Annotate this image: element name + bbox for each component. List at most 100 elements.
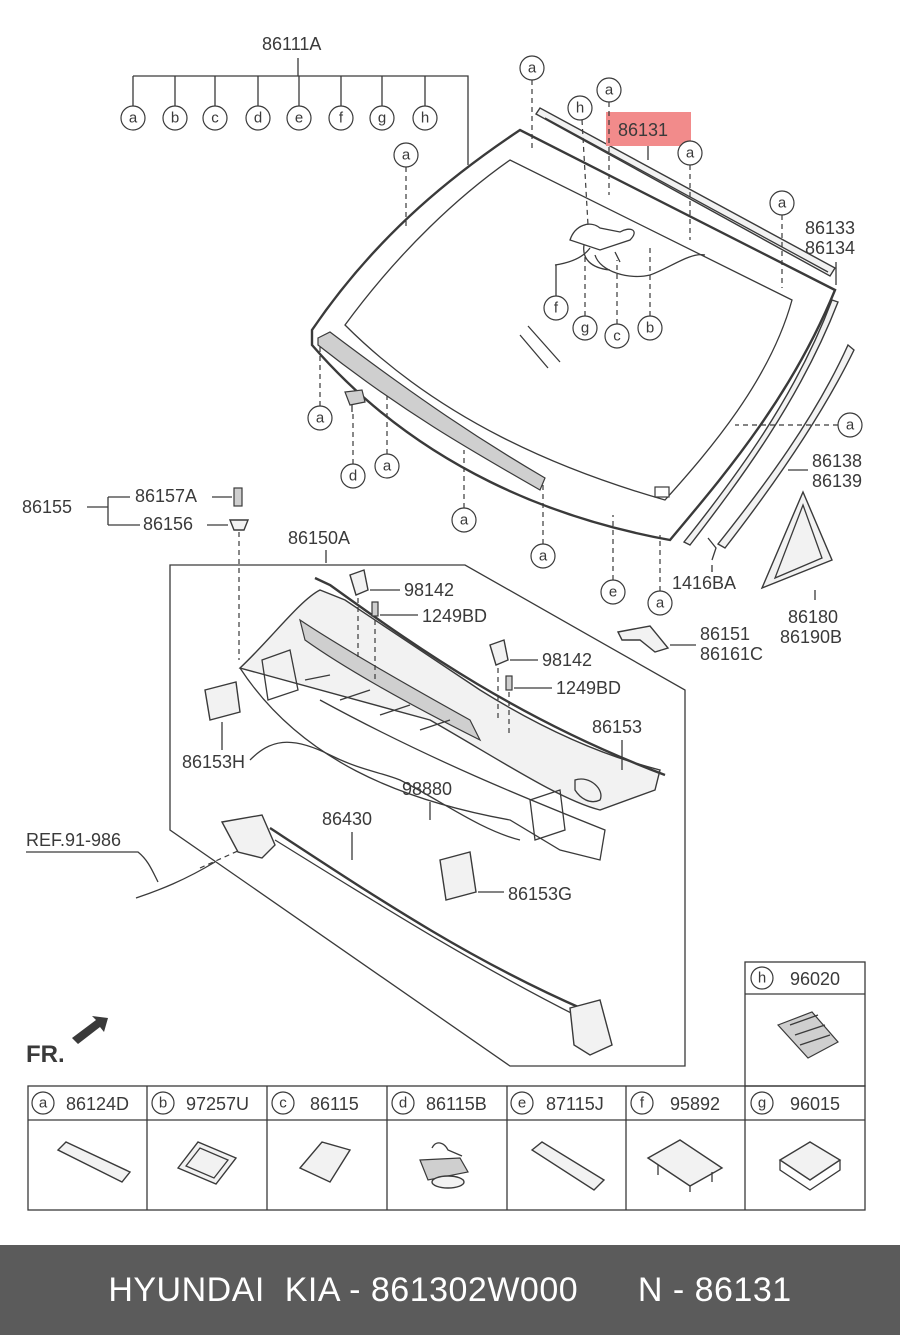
bolt-86157A: [233, 487, 243, 507]
legend-key-f: f: [630, 1091, 654, 1115]
seal-86430: [220, 814, 613, 1056]
legend-icon-c: [298, 1141, 352, 1183]
footer-part-number: HYUNDAI KIA - 861302W000: [108, 1270, 579, 1309]
circle-a-11: a: [647, 590, 673, 616]
legend-table: [27, 961, 866, 1211]
svg-text:a: a: [778, 195, 787, 212]
circle-e-top: e: [286, 105, 312, 131]
svg-text:c: c: [279, 1095, 287, 1112]
label-86111A: 86111A: [262, 34, 321, 54]
legend-icon-d: [419, 1142, 469, 1189]
svg-text:g: g: [581, 320, 589, 337]
svg-text:a: a: [528, 60, 537, 77]
circle-c-top: c: [202, 105, 228, 131]
cowl-frame: [169, 564, 686, 1067]
mirror-bracket: [344, 389, 366, 412]
legend-icon-a: [56, 1141, 132, 1183]
label-86153: 86153: [592, 717, 642, 737]
ref-wire: [135, 861, 216, 899]
part-86153H: [204, 681, 241, 721]
legend-key-b: b: [151, 1091, 175, 1115]
svg-text:a: a: [846, 417, 855, 434]
circle-a-4: a: [769, 190, 795, 216]
highlight-86131: [606, 112, 691, 146]
svg-text:a: a: [605, 82, 614, 99]
legend-part-a: 86124D: [66, 1094, 129, 1114]
circle-b-top: b: [162, 105, 188, 131]
legend-part-b: 97257U: [186, 1094, 249, 1114]
legend-part-e: 87115J: [546, 1094, 604, 1114]
footer-bar: HYUNDAI KIA - 861302W000 N - 86131: [0, 1245, 900, 1335]
legend-key-a: a: [31, 1091, 55, 1115]
svg-text:g: g: [378, 110, 386, 127]
circle-a-2: a: [596, 77, 622, 103]
delta-glass-86180: [760, 490, 833, 590]
svg-text:d: d: [254, 110, 262, 127]
circle-a-6: a: [837, 412, 863, 438]
clip-86156: [228, 519, 250, 531]
circle-a-7: a: [307, 405, 333, 431]
legend-part-g: 96015: [790, 1094, 840, 1114]
circle-d-top: d: [245, 105, 271, 131]
label-86153G: 86153G: [508, 884, 572, 904]
svg-text:g: g: [758, 1095, 766, 1112]
legend-part-f: 95892: [670, 1094, 720, 1114]
legend-icon-b: [176, 1141, 238, 1185]
svg-text:b: b: [159, 1095, 167, 1112]
part-86153G: [439, 851, 477, 901]
label-86430: 86430: [322, 809, 372, 829]
legend-icon-g: [778, 1141, 842, 1191]
svg-text:a: a: [39, 1095, 48, 1112]
svg-text:b: b: [171, 110, 179, 127]
label-98142-2: 98142: [542, 650, 592, 670]
glass-reflection: [519, 325, 561, 369]
label-86180: 86180: [788, 607, 838, 627]
label-86161C: 86161C: [700, 644, 763, 664]
circle-d-1: d: [340, 463, 366, 489]
svg-text:a: a: [539, 548, 548, 565]
svg-text:e: e: [295, 110, 303, 127]
nozzle-98142-1: [349, 569, 369, 596]
clip-1416BA: [707, 537, 717, 561]
label-86156: 86156: [143, 514, 193, 534]
circle-a-8: a: [374, 453, 400, 479]
moulding-86131: [534, 107, 836, 277]
legend-part-d: 86115B: [426, 1094, 487, 1114]
circle-f-top: f: [328, 105, 354, 131]
circle-e-1: e: [600, 579, 626, 605]
label-86157A: 86157A: [135, 486, 197, 506]
label-86151: 86151: [700, 624, 750, 644]
parts-diagram: 86111A a b c d e f g h 86131 a a h a a a…: [22, 34, 866, 1211]
svg-text:c: c: [613, 328, 621, 345]
legend-icon-e: [530, 1141, 606, 1191]
label-98880: 98880: [402, 779, 452, 799]
label-86131: 86131: [618, 120, 668, 140]
windshield-glass: [310, 128, 837, 542]
leader-86111A: [133, 58, 469, 165]
circle-a-top: a: [120, 105, 146, 131]
svg-text:h: h: [421, 110, 429, 127]
legend-icon-f: [646, 1139, 724, 1192]
svg-text:f: f: [339, 110, 344, 127]
nozzle-98142-2: [489, 639, 509, 666]
circle-a-9: a: [451, 507, 477, 533]
lower-edge-strip: [317, 331, 546, 491]
label-86150A: 86150A: [288, 528, 350, 548]
svg-text:a: a: [383, 458, 392, 475]
legend-key-g: g: [750, 1091, 774, 1115]
svg-text:d: d: [349, 468, 357, 485]
svg-text:f: f: [640, 1095, 645, 1112]
svg-text:a: a: [460, 512, 469, 529]
label-86155: 86155: [22, 497, 72, 517]
screw-1249BD-1: [371, 601, 379, 617]
circle-c-1: c: [604, 323, 630, 349]
label-86138: 86138: [812, 451, 862, 471]
svg-text:a: a: [402, 147, 411, 164]
side-moulding: [682, 299, 855, 549]
svg-text:e: e: [518, 1095, 526, 1112]
circle-a-10: a: [530, 543, 556, 569]
legend-key-d: d: [391, 1091, 415, 1115]
legend-key-c: c: [271, 1091, 295, 1115]
screw-1249BD-2: [505, 675, 513, 691]
legend-part-h: 96020: [790, 969, 840, 989]
